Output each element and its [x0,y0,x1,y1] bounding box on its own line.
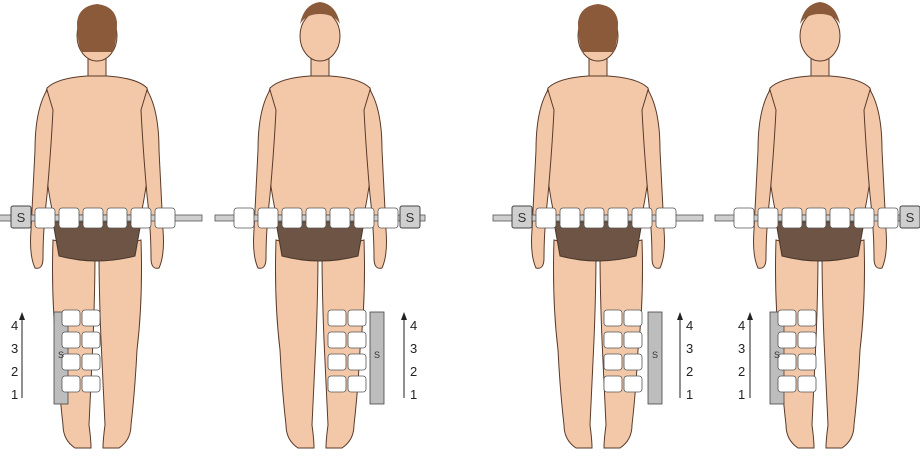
figure-1-back: S S 4 3 2 1 [0,4,202,448]
scale-number-3: 3 [410,341,417,356]
waist-belt [715,208,920,228]
arrow-head-icon [747,312,753,320]
figure-2-front: S S 4 3 2 1 [215,2,425,448]
scale-number-4: 4 [11,318,18,333]
scale-number-2: 2 [11,364,18,379]
scale-number-3: 3 [738,341,745,356]
arrow-head-icon [677,312,683,320]
leg-s-label: S [774,350,780,360]
scale-number-1: 1 [686,387,693,402]
leg-s-label: S [652,350,658,360]
hair-icon [578,4,618,52]
scale-number-1: 1 [410,387,417,402]
belt-s-label: S [518,210,527,225]
figure-4-front: S S 4 3 2 1 [715,2,920,448]
leg-s-label: S [374,350,380,360]
scale-number-2: 2 [410,364,417,379]
scale-number-3: 3 [686,341,693,356]
scale-number-2: 2 [738,364,745,379]
scale-number-3: 3 [11,341,18,356]
belt-s-label: S [406,210,415,225]
figure-3-back: S S 4 3 2 1 [493,4,703,448]
scale-number-4: 4 [738,318,745,333]
scale-number-4: 4 [410,318,417,333]
scale-number-1: 1 [738,387,745,402]
belt-s-label: S [17,210,26,225]
waist-belt [215,208,425,228]
arrow-head-icon [19,312,25,320]
arrow-head-icon [401,312,407,320]
leg-s-label: S [58,350,64,360]
hair-icon [77,4,117,52]
scale-number-1: 1 [11,387,18,402]
scale-number-2: 2 [686,364,693,379]
belt-s-label: S [906,210,915,225]
scale-number-4: 4 [686,318,693,333]
